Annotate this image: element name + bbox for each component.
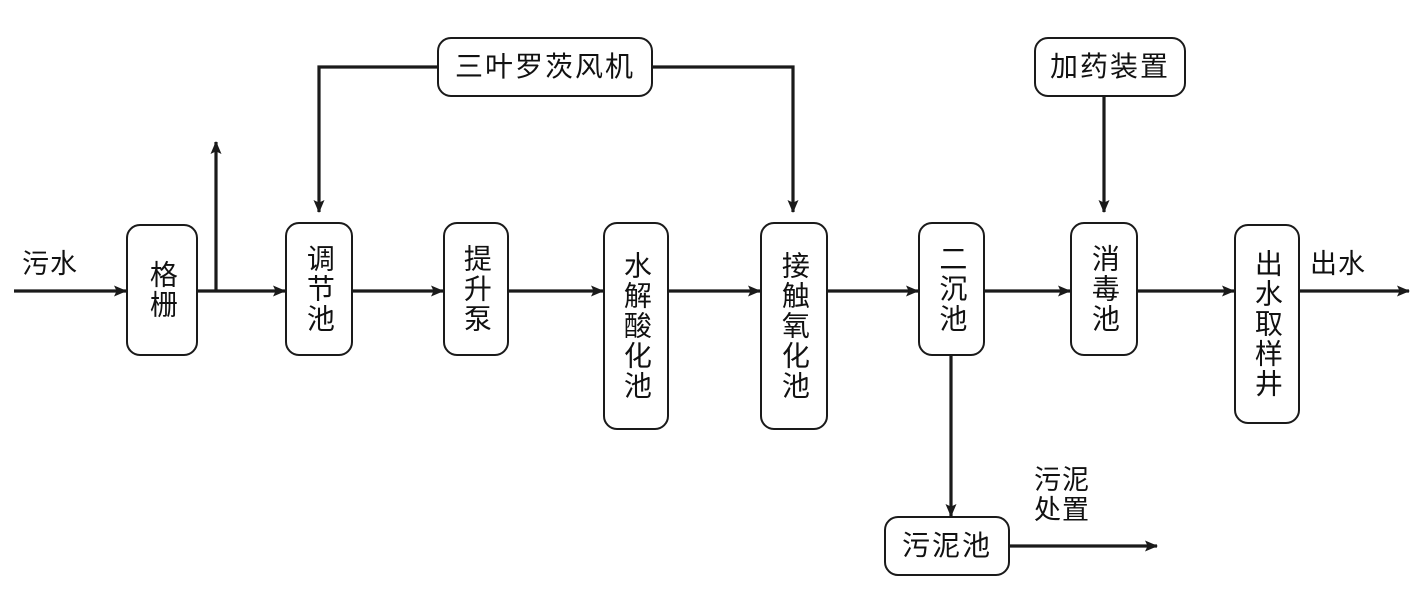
node-roots-blower[interactable]: 三叶罗茨风机: [437, 37, 653, 97]
edge-blower-to-equalization: [313, 65, 437, 213]
edge-blower-to-contact-oxidation: [653, 65, 799, 213]
node-hydrolysis-acidification-tank-label: 水解酸化池: [619, 251, 653, 401]
node-secondary-sedimentation-tank-label: 二沉池: [935, 244, 969, 334]
node-contact-oxidation-tank[interactable]: 接触氧化池: [760, 222, 828, 430]
node-disinfection-tank-label: 消毒池: [1087, 244, 1121, 334]
node-grille[interactable]: 格栅: [126, 224, 198, 356]
node-disinfection-tank[interactable]: 消毒池: [1070, 222, 1138, 356]
label-sludge-disposal: 污泥 处置: [1034, 465, 1090, 527]
node-lift-pump-label: 提升泵: [459, 244, 493, 334]
node-dosing-device-label: 加药装置: [1049, 50, 1170, 84]
node-contact-oxidation-tank-label: 接触氧化池: [777, 251, 811, 401]
node-roots-blower-label: 三叶罗茨风机: [454, 50, 635, 84]
node-hydrolysis-acidification-tank[interactable]: 水解酸化池: [603, 222, 669, 430]
node-dosing-device[interactable]: 加药装置: [1034, 37, 1186, 97]
node-equalization-tank[interactable]: 调节池: [285, 222, 353, 356]
node-effluent-sampling-well-label: 出水取样井: [1250, 249, 1284, 399]
node-sludge-tank[interactable]: 污泥池: [884, 516, 1010, 576]
node-equalization-tank-label: 调节池: [302, 244, 336, 334]
node-lift-pump[interactable]: 提升泵: [443, 222, 509, 356]
label-effluent: 出水: [1310, 249, 1366, 280]
node-secondary-sedimentation-tank[interactable]: 二沉池: [918, 222, 985, 356]
node-grille-label: 格栅: [145, 260, 179, 320]
label-influent: 污水: [22, 249, 78, 280]
node-sludge-tank-label: 污泥池: [901, 529, 992, 563]
node-effluent-sampling-well[interactable]: 出水取样井: [1234, 224, 1300, 424]
